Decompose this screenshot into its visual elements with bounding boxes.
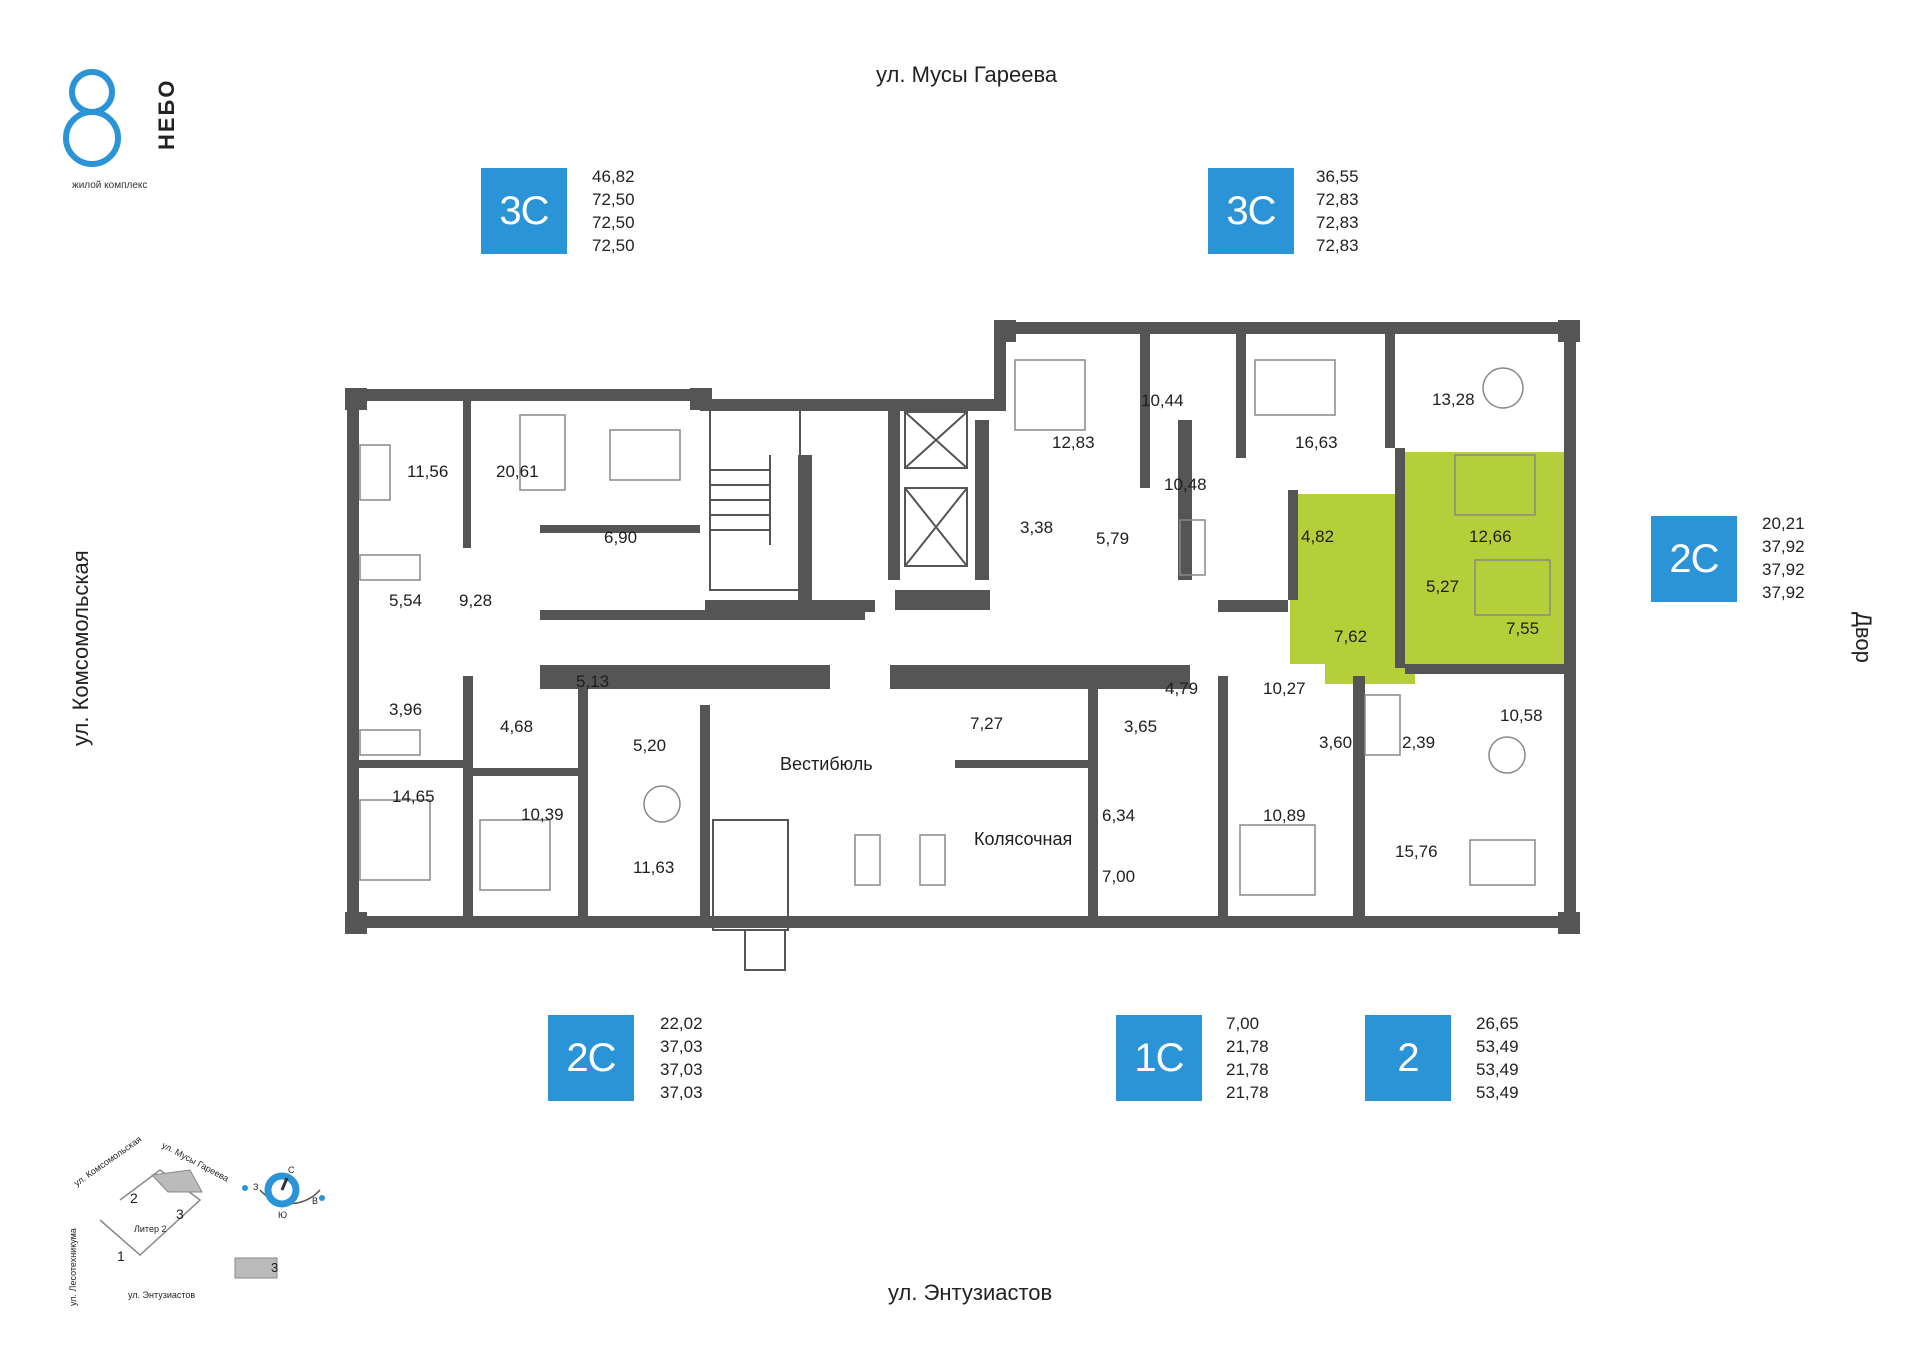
apartment-type-badge[interactable]: 2С (548, 1015, 634, 1101)
compass-east: В (312, 1196, 319, 1206)
room-area-label: 3,38 (1020, 518, 1054, 537)
site-minimap: ул. Комсомольская ул. Мусы Гареева ул. Л… (60, 1134, 340, 1310)
room-area-label: 4,79 (1165, 679, 1199, 698)
room-area-label: 7,55 (1506, 619, 1540, 638)
lobby-label: Вестибюль (780, 754, 873, 774)
room-area-label: 10,44 (1141, 391, 1184, 410)
room-area-label: 12,66 (1469, 527, 1512, 546)
room-area-label: 6,90 (604, 528, 638, 547)
room-area-label: 4,68 (500, 717, 534, 736)
room-area-label: 7,62 (1334, 627, 1368, 646)
compass-west: З (253, 1182, 259, 1192)
wall-blocks (345, 320, 1580, 934)
stroller-room-label: Колясочная (974, 829, 1073, 849)
room-area-label: 4,82 (1301, 527, 1335, 546)
room-area-label: 7,00 (1102, 867, 1136, 886)
street-bottom: ул. Энтузиастов (888, 1280, 1053, 1305)
room-area-label: 11,56 (407, 462, 449, 481)
apartment-type-badge[interactable]: 3С (481, 168, 567, 254)
room-area-label: 10,48 (1164, 475, 1207, 494)
room-area-label: 13,28 (1432, 390, 1475, 409)
room-area-label: 10,27 (1263, 679, 1306, 698)
room-area-label: 20,61 (496, 462, 539, 481)
compass-north: С (288, 1165, 295, 1175)
room-area-label: 9,28 (459, 591, 493, 610)
room-area-label: 10,39 (521, 805, 564, 824)
room-area-label: 6,34 (1102, 806, 1136, 825)
minimap-building: 1 (117, 1248, 125, 1264)
minimap-building: 2 (130, 1190, 138, 1206)
street-top: ул. Мусы Гареева (876, 62, 1058, 87)
stairs-icon (709, 409, 801, 591)
apartment-type-badge[interactable]: 2С (1651, 516, 1737, 602)
room-area-label: 2,39 (1402, 733, 1436, 752)
room-area-label: 5,27 (1426, 577, 1460, 596)
apartment-type-badge[interactable]: 3С (1208, 168, 1294, 254)
room-area-label: 15,76 (1395, 842, 1438, 861)
furniture (359, 359, 1551, 896)
logo-eight-mark (63, 69, 121, 167)
room-area-label: 3,65 (1124, 717, 1158, 736)
room-area-label: 12,83 (1052, 433, 1095, 452)
room-area-label: 5,79 (1096, 529, 1130, 548)
minimap-litera: Литер 2 (134, 1224, 167, 1234)
minimap-building: 3 (176, 1206, 184, 1222)
apartment-type-badge[interactable]: 2 (1365, 1015, 1451, 1101)
room-area-label: 7,27 (970, 714, 1004, 733)
apartment-type-badge[interactable]: 1С (1116, 1015, 1202, 1101)
room-area-label: 3,60 (1319, 733, 1353, 752)
elevator-icon (904, 411, 968, 567)
room-area-label: 11,63 (633, 858, 675, 877)
minimap-street: ул. Энтузиастов (128, 1290, 196, 1300)
highlighted-apartment[interactable] (1290, 452, 1565, 684)
room-area-label: 3,96 (389, 700, 423, 719)
room-area-label: 14,65 (392, 787, 435, 806)
room-area-label: 10,58 (1500, 706, 1543, 725)
room-area-label: 5,20 (633, 736, 667, 755)
room-area-label: 5,13 (576, 672, 610, 691)
entrance (712, 819, 789, 971)
logo-tagline: жилой комплекс (72, 180, 148, 191)
minimap-legend-building: 3 (271, 1260, 279, 1275)
room-area-label: 16,63 (1295, 433, 1338, 452)
room-area-label: 10,89 (1263, 806, 1306, 825)
minimap-graphic (99, 1169, 325, 1279)
room-area-label: 5,54 (389, 591, 423, 610)
compass-south: Ю (278, 1210, 288, 1220)
minimap-street: ул. Лесотехникума (68, 1228, 78, 1306)
logo: НЕБО (62, 62, 179, 172)
